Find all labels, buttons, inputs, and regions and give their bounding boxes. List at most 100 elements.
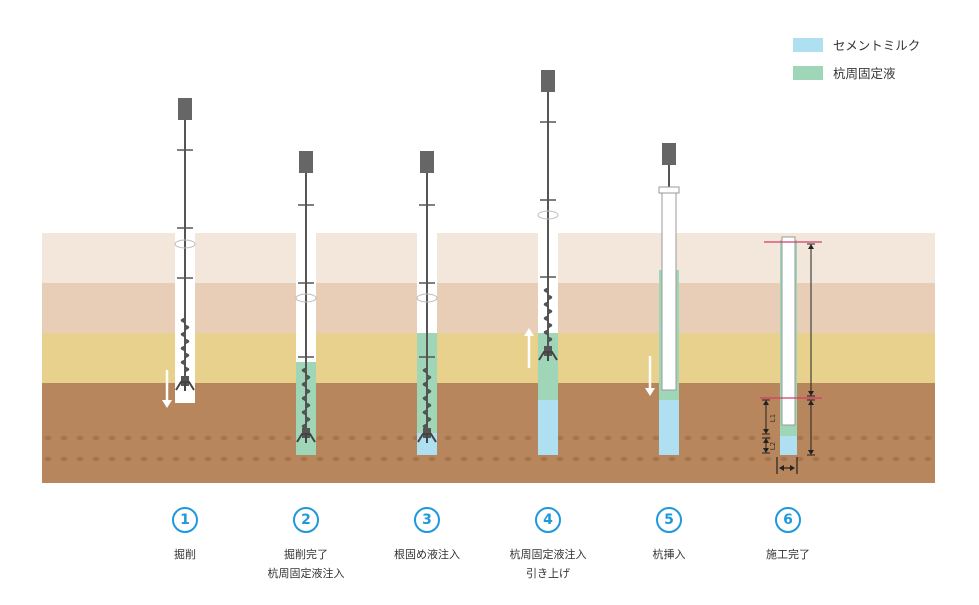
arrow-down-icon [645,356,655,396]
soil-dot [636,435,644,441]
soil-dot [44,435,52,441]
soil-dot [460,435,468,441]
soil-dot [60,435,68,441]
drill-motor-icon [541,70,555,92]
auger-icon [180,317,190,373]
step-number-badge: 2 [293,507,319,533]
step-1: 1 掘削 [115,507,255,564]
soil-dot [156,435,164,441]
step-3: 3 根固め液注入 [357,507,497,564]
pile-icon [781,236,796,426]
soil-dot [508,456,516,462]
soil-dot [556,435,564,441]
soil-dot [124,456,132,462]
soil-dot [540,456,548,462]
soil-dot [124,435,132,441]
auger-icon [301,367,311,430]
soil-dot [924,456,932,462]
arrow-up-icon [524,328,534,368]
l1-label: L1 [769,414,777,422]
soil-dot [636,456,644,462]
soil-dot [684,456,692,462]
soil-dot [188,435,196,441]
soil-dot [892,435,900,441]
soil-dot [412,456,420,462]
soil-dot [92,435,100,441]
soil-dot [380,435,388,441]
l2-dimension-icon [762,437,770,454]
tick-marks [540,121,556,278]
soil-dot [860,435,868,441]
l2-label: L2 [769,442,777,450]
step-caption: 施工完了 [718,545,858,564]
soil-dot [284,456,292,462]
caption-line: 杭周固定液注入 [509,548,587,561]
step-caption: 根固め液注入 [357,545,497,564]
soil-dot [220,435,228,441]
drill-motor-icon [662,143,676,165]
caption-line: 掘削 [174,548,196,561]
caption-line: 杭挿入 [652,548,686,561]
step-caption: 掘削 [115,545,255,564]
soil-dot [716,456,724,462]
soil-dot [700,435,708,441]
arrow-down-icon [162,370,172,408]
soil-dot [732,435,740,441]
legend-cement-milk: セメントミルク [793,35,920,54]
soil-dot [44,456,52,462]
caption-line: 引き上げ [526,567,570,580]
soil-dot [924,435,932,441]
soil-dot [556,456,564,462]
soil-dot [748,456,756,462]
soil-dot [76,435,84,441]
soil-dot [876,435,884,441]
soil-dot [396,456,404,462]
soil-dot [284,435,292,441]
soil-dot [572,456,580,462]
soil-dot [892,456,900,462]
soil-dot [492,456,500,462]
step-caption: 杭周固定液注入 引き上げ [478,545,618,583]
soil-dot [188,456,196,462]
caption-line: 掘削完了 [284,548,328,561]
soil-dot [652,456,660,462]
step-caption: 杭挿入 [599,545,739,564]
tick-marks [298,204,314,358]
drill-head-icon [296,428,316,443]
step-1-excavation [162,98,196,408]
soil-dot [588,435,596,441]
step-caption: 掘削完了 杭周固定液注入 [236,545,376,583]
soil-dot [140,456,148,462]
soil-dot [524,456,532,462]
soil-dot [236,435,244,441]
step-2: 2 掘削完了 杭周固定液注入 [236,507,376,583]
pile-length-dimension-icon [807,243,815,397]
soil-dot [908,435,916,441]
soil-dot [716,435,724,441]
soil-dot [204,435,212,441]
soil-dot [588,456,596,462]
soil-dot [444,435,452,441]
drill-head-icon [417,428,437,443]
soil-dot [812,435,820,441]
soil-dot [316,435,324,441]
soil-dot [860,456,868,462]
step-number-badge: 1 [172,507,198,533]
soil-dot [620,456,628,462]
soil-dot [700,456,708,462]
soil-dot [828,456,836,462]
soil-dot [828,435,836,441]
soil-dot [812,456,820,462]
legend-pile-fixing-liquid: 杭周固定液 [793,63,896,82]
soil-dot [76,456,84,462]
soil-dot [316,456,324,462]
drill-motor-icon [420,151,434,173]
soil-dot [748,435,756,441]
soil-dot [396,435,404,441]
soil-dot [268,456,276,462]
soil-dot [492,435,500,441]
soil-dot [172,435,180,441]
step-number-badge: 5 [656,507,682,533]
soil-dot [764,456,772,462]
soil-dot [476,456,484,462]
